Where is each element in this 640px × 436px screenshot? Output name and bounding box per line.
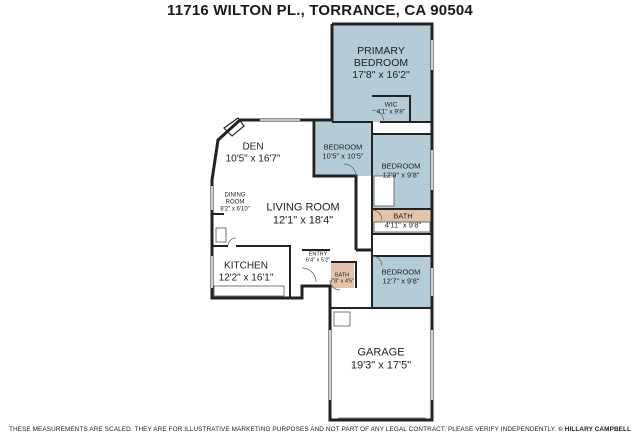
windows (211, 40, 433, 400)
room-label-kitchen: KITCHEN 12'2" x 16'1" (219, 261, 274, 284)
room-dims: 4'1" x 9'8" (376, 109, 406, 116)
room-dims: 4'11" x 9'8" (384, 220, 422, 229)
room-dims: 12'2" x 16'1" (218, 272, 274, 283)
bedroom-a-fill (316, 120, 372, 176)
room-dims: 19'3" x 17'5" (350, 359, 412, 371)
room-name: BEDROOM (353, 56, 409, 69)
room-name: ENTRY (308, 251, 328, 258)
room-name: DINING (224, 192, 246, 199)
room-dims: 6'4" x 5'2" (305, 258, 331, 264)
room-name: KITCHEN (224, 260, 268, 272)
kitchen-counter (213, 285, 285, 297)
room-label-garage: GARAGE 19'3" x 17'5" (351, 346, 411, 371)
room-label-bedroom-b: BEDROOM 12'9" x 9'8" (382, 162, 421, 179)
room-label-den: DEN 10'5" x 16'7" (226, 142, 281, 165)
garage-utility (333, 311, 351, 327)
room-name: BATH (334, 272, 350, 279)
primary-bedroom-fill (332, 24, 431, 122)
room-dims: 17'8" x 16'2" (352, 69, 410, 82)
room-name: BEDROOM (323, 142, 363, 152)
room-label-primary-bedroom: PRIMARY BEDROOM 17'8" x 16'2" (352, 45, 410, 81)
room-name: DEN (242, 141, 264, 153)
plan-title: 11716 WILTON PL., TORRANCE, CA 90504 (167, 2, 473, 19)
room-label-bath-main: BATH 4'11" x 9'8" (385, 212, 421, 229)
room-dims: 12'9" x 9'8" (382, 170, 420, 179)
kitchen-appliance (215, 227, 227, 243)
disclaimer-footer: THESE MEASUREMENTS ARE SCALED. THEY ARE … (0, 426, 640, 433)
room-label-dining: DINING ROOM 8'2" x 6'10" (220, 193, 250, 214)
room-name: WIC (384, 101, 398, 109)
room-name: BATH (393, 211, 413, 221)
bath-tub (373, 221, 431, 233)
closet-a (373, 175, 395, 207)
room-label-living: LIVING ROOM 12'1" x 18'4" (266, 201, 339, 226)
room-label-bedroom-c: BEDROOM 12'7" x 9'8" (382, 268, 421, 285)
room-name: PRIMARY (357, 44, 405, 57)
interior-walls (212, 95, 432, 309)
room-dims: 10'5" x 16'7" (225, 153, 281, 164)
room-label-entry: ENTRY 6'4" x 5'2" (306, 252, 330, 265)
room-dims: 7'8" x 4'5" (329, 279, 355, 285)
door-swings (227, 109, 385, 291)
room-dims: 12'1" x 18'4" (272, 214, 334, 226)
room-name: ROOM (225, 199, 245, 206)
disclaimer-text: THESE MEASUREMENTS ARE SCALED. THEY ARE … (8, 426, 557, 433)
room-dims: 12'7" x 9'8" (382, 276, 420, 285)
room-name: GARAGE (357, 346, 405, 359)
room-label-bath-small: BATH 7'8" x 4'5" (330, 273, 354, 286)
room-name: LIVING ROOM (266, 201, 340, 214)
photographer-credit: © HILLARY CAMPBELL (558, 426, 632, 433)
room-label-bedroom-a: BEDROOM 10'5" x 10'5" (322, 143, 363, 160)
room-dims: 8'2" x 6'10" (220, 206, 250, 213)
room-dims: 10'5" x 10'5" (322, 151, 364, 160)
fixtures (213, 175, 431, 327)
room-name: BEDROOM (381, 267, 421, 277)
room-name: BEDROOM (381, 161, 421, 171)
bath-small-fill (331, 262, 354, 288)
room-label-wic: WIC 4'1" x 9'8" (377, 102, 405, 117)
den-bay-window (223, 117, 245, 137)
